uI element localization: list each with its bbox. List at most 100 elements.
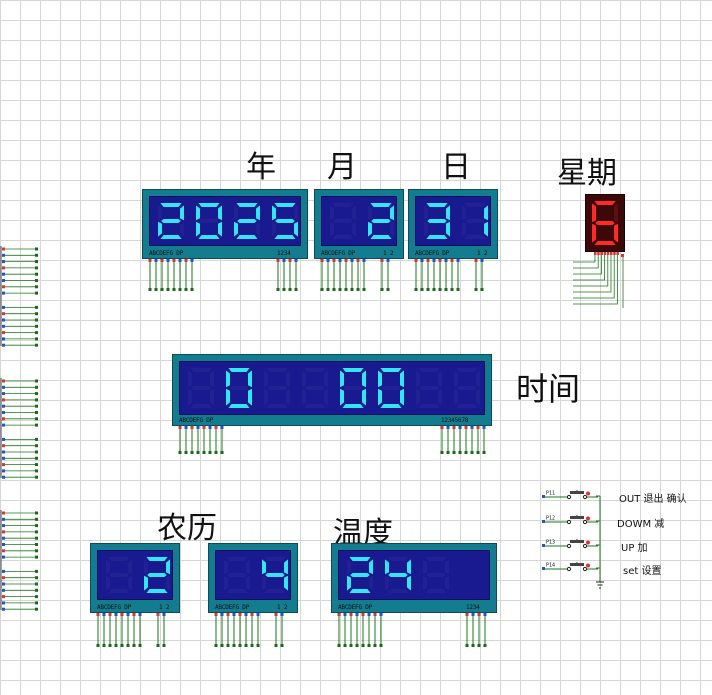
segment-b <box>210 370 214 387</box>
lcd-year-digits <box>158 203 298 239</box>
segment-a <box>274 203 296 207</box>
segment-b <box>248 370 252 388</box>
connector-pin <box>2 417 38 421</box>
pin <box>480 259 484 291</box>
segment-g <box>350 573 370 577</box>
segment-a <box>456 368 477 372</box>
segment-a <box>425 557 446 561</box>
connector-pin <box>2 324 38 328</box>
digit-4 <box>385 557 411 591</box>
connector-pin <box>2 582 38 586</box>
pin <box>132 613 136 647</box>
pin <box>184 426 188 454</box>
lcd-lunar-month-digits <box>106 557 170 593</box>
segment-g <box>161 219 181 223</box>
segment-f <box>188 370 192 387</box>
segment-g <box>109 573 129 577</box>
button-ground-bus <box>596 495 604 589</box>
button-up-label: UP 加 <box>621 543 648 554</box>
digit-4 <box>262 559 288 591</box>
segment-c <box>286 389 290 406</box>
segment-g <box>147 573 167 577</box>
button-out-switch[interactable]: P11 <box>540 488 602 504</box>
button-up[interactable]: P13 <box>540 537 602 553</box>
segment-g <box>229 386 249 390</box>
lcd-lunar-day-digit-label: 1 2 <box>277 604 288 611</box>
segment-g <box>457 386 477 390</box>
pin <box>282 259 286 291</box>
segment-c <box>256 222 260 237</box>
label-day: 日 <box>441 150 471 185</box>
segment-b <box>369 559 373 575</box>
button-set-switch[interactable]: P14 <box>540 560 602 576</box>
push-button[interactable]: P14 <box>542 560 598 572</box>
connector-pin <box>2 555 38 559</box>
connector-pin <box>2 444 38 448</box>
segment-b <box>400 370 404 388</box>
lcd-lunar-day-pins <box>214 613 284 647</box>
lcd-lunar-month-seg-label: ABCDEFG DP <box>97 604 132 611</box>
segment-b <box>614 203 618 223</box>
connector-pin <box>2 549 38 553</box>
segment-e <box>340 388 344 406</box>
segment-b <box>390 205 394 221</box>
segment-a <box>342 368 364 372</box>
lcd-year-seg-label: ABCDEFG DP <box>149 250 184 257</box>
segment-e <box>302 389 306 406</box>
lcd-month-seg-label: ABCDEFG DP <box>321 250 356 257</box>
push-button[interactable]: P11 <box>542 488 598 500</box>
segment-d <box>426 235 448 239</box>
segment-d <box>266 404 287 408</box>
segment-f <box>226 370 230 388</box>
segment-a <box>418 368 439 372</box>
connector-pin <box>2 318 38 322</box>
button-out-label: OUT 退出 确认 <box>619 494 687 505</box>
button-down[interactable]: P12 <box>540 513 602 529</box>
lcd-lunar-day-digits <box>224 559 288 591</box>
button-out[interactable]: P11 <box>540 488 602 504</box>
segment-a <box>228 368 250 372</box>
push-button[interactable]: P13 <box>542 537 598 549</box>
connector-pin <box>2 404 38 408</box>
segment-f <box>272 205 276 221</box>
segment-f <box>234 205 238 220</box>
button-port-label: P12 <box>546 516 555 522</box>
pin <box>226 613 230 647</box>
connector-pin <box>2 337 38 341</box>
segment-b <box>352 205 356 220</box>
digit- <box>330 203 356 239</box>
segment-g <box>371 219 391 223</box>
lcd-month-digit-label: 1 2 <box>383 250 394 257</box>
segment-b <box>294 205 298 220</box>
connector-pin <box>2 530 38 534</box>
digit-2 <box>368 203 394 239</box>
connector-pin <box>2 588 38 592</box>
segment-f <box>224 559 228 574</box>
pin <box>96 613 100 647</box>
segment-c <box>210 389 214 406</box>
pin <box>276 259 280 291</box>
segment-c <box>218 221 222 237</box>
connector-pin <box>2 266 38 270</box>
button-set[interactable]: P14 <box>540 560 602 576</box>
segment-e <box>106 576 110 591</box>
pin <box>476 426 480 454</box>
pin <box>162 613 166 647</box>
segment-e <box>262 576 266 591</box>
segment-a <box>387 557 408 561</box>
segment-d <box>108 589 129 593</box>
push-button[interactable]: P12 <box>542 513 598 525</box>
button-down-switch[interactable]: P12 <box>540 513 602 529</box>
lcd-month: ABCDEFG DP 1 2 <box>314 189 404 259</box>
pin <box>343 613 347 647</box>
lcd-lunar-day: ABCDEFG DP 1 2 <box>208 543 298 613</box>
pin <box>573 252 597 263</box>
button-up-switch[interactable]: P13 <box>540 537 602 553</box>
pin <box>621 254 624 308</box>
connector-pin <box>2 343 38 347</box>
pin <box>172 259 176 291</box>
pin <box>426 259 430 291</box>
segment-a <box>370 203 392 207</box>
segment-b <box>128 559 132 574</box>
segment-f <box>144 559 148 574</box>
